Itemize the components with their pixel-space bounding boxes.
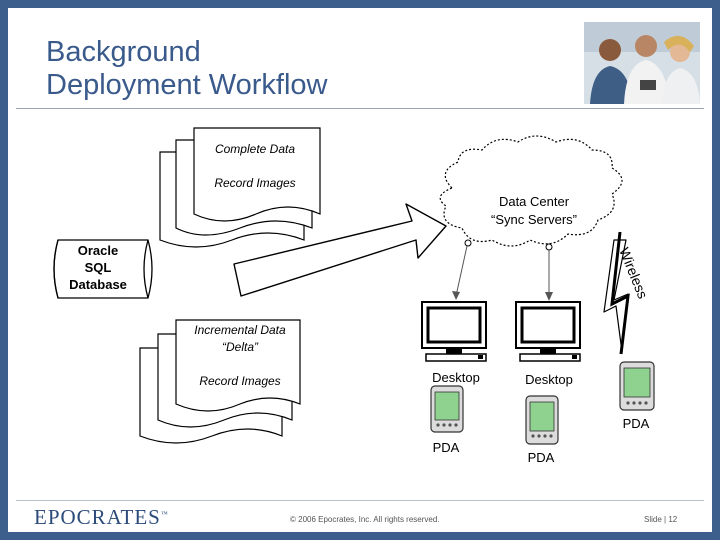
desktop-computer-icon-1: Desktop <box>421 301 487 385</box>
title-line-1: Background <box>46 36 201 68</box>
incremental-data-documents: Incremental Data “Delta” Record Images <box>139 319 301 444</box>
desktop-computer-icon-2: Desktop <box>515 301 581 387</box>
desktop1-label: Desktop <box>432 370 480 385</box>
title-line-2: Deployment Workflow <box>46 69 328 101</box>
oracle-database: Oracle SQL Database <box>53 239 153 299</box>
incremental-record-images-label: Record Images <box>199 374 280 388</box>
database-label-2: SQL <box>85 260 112 275</box>
copyright-text: © 2006 Epocrates, Inc. All rights reserv… <box>290 515 440 524</box>
page-title: Background Deployment Workflow <box>46 36 328 102</box>
desktop2-arrowhead <box>545 292 553 301</box>
wireless-label: Wireless <box>616 245 651 301</box>
complete-record-images-label: Record Images <box>214 176 295 190</box>
pda-icon-3: PDA <box>619 361 655 431</box>
desktop1-arrowhead <box>452 291 460 300</box>
complete-data-documents: Complete Data Record Images <box>159 127 321 248</box>
sync-servers-label: “Sync Servers” <box>491 212 577 227</box>
data-center-cloud: Data Center “Sync Servers” <box>439 135 623 251</box>
slide-number: 12 <box>668 515 678 524</box>
sync-arrow <box>233 203 447 297</box>
database-label-1: Oracle <box>78 243 118 258</box>
pda-icon-2: PDA <box>525 395 559 465</box>
complete-data-label: Complete Data <box>215 142 295 156</box>
doctors-photo <box>584 22 700 104</box>
pda2-label: PDA <box>528 450 555 465</box>
logo-text: EPOCRATES <box>34 505 161 529</box>
pda1-label: PDA <box>433 440 460 455</box>
pda3-label: PDA <box>623 416 650 431</box>
copyright-label: 2006 Epocrates, Inc. All rights reserved… <box>298 515 440 524</box>
pda-icon-1: PDA <box>430 385 464 455</box>
wireless-lightning-icon <box>603 231 630 355</box>
footer-divider <box>16 500 704 501</box>
cloud-to-desktop1-line <box>455 245 468 297</box>
title-divider <box>16 108 704 109</box>
database-label-3: Database <box>69 277 127 292</box>
delta-label: “Delta” <box>222 340 259 354</box>
data-center-label: Data Center <box>499 194 570 209</box>
slide-number-label: Slide | 12 <box>644 515 678 524</box>
slide-word: Slide <box>644 515 662 524</box>
incremental-data-label: Incremental Data <box>194 323 286 337</box>
epocrates-logo: EPOCRATES™ <box>34 505 169 529</box>
desktop2-label: Desktop <box>525 372 573 387</box>
